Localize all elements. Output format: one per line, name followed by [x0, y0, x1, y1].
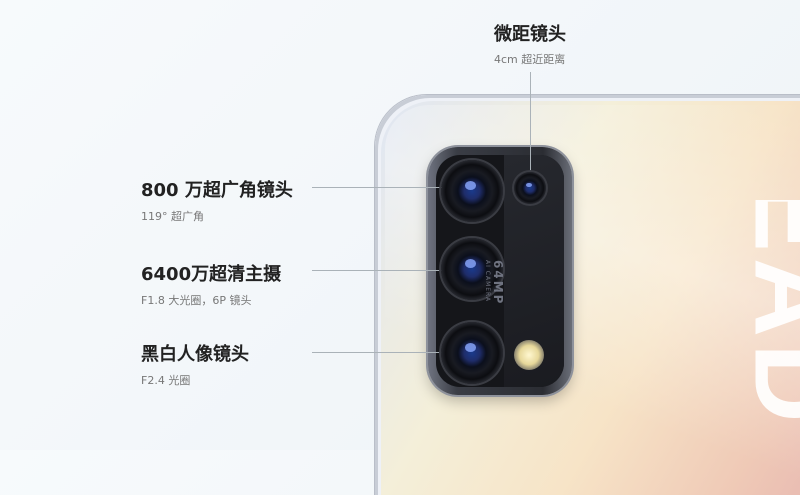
- main-subtitle: F1.8 大光圈，6P 镜头: [141, 294, 252, 307]
- ultrawide-leader: [312, 187, 447, 188]
- main-title: 6400万超清主摄: [141, 264, 282, 285]
- ultrawide-title: 800 万超广角镜头: [141, 180, 293, 201]
- macro-leader: [530, 72, 531, 172]
- mono-title: 黑白人像镜头: [141, 344, 249, 365]
- ultrawide-lens: [441, 160, 503, 222]
- mono-subtitle: F2.4 光圈: [141, 374, 191, 387]
- main-lens: [441, 238, 503, 300]
- macro-lens: [514, 172, 546, 204]
- main-leader: [312, 270, 447, 271]
- mono-leader: [312, 352, 447, 353]
- flash: [514, 340, 544, 370]
- macro-title: 微距镜头: [494, 24, 566, 45]
- ultrawide-subtitle: 119° 超广角: [141, 210, 204, 223]
- camera-marking: 64MP AI CAMERA: [484, 260, 505, 306]
- macro-subtitle: 4cm 超近距离: [494, 53, 566, 66]
- mono-lens: [441, 322, 503, 384]
- brand-logo: EAD: [731, 200, 800, 429]
